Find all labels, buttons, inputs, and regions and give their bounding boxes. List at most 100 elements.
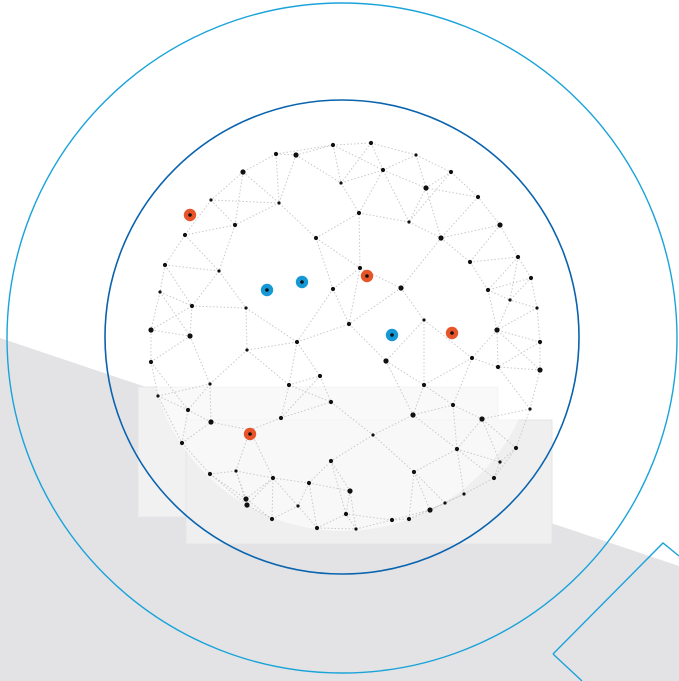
network-edge bbox=[509, 256, 519, 301]
network-node bbox=[278, 415, 284, 421]
network-node bbox=[314, 525, 320, 531]
network-node bbox=[491, 475, 497, 481]
network-edge bbox=[487, 289, 511, 301]
network-node bbox=[357, 265, 363, 271]
network-edge bbox=[191, 270, 220, 307]
network-edge bbox=[450, 171, 479, 198]
network-edge bbox=[275, 153, 280, 204]
network-node bbox=[427, 507, 433, 513]
network-edge bbox=[297, 482, 310, 507]
network-edge bbox=[509, 277, 532, 301]
network-edge bbox=[481, 408, 531, 420]
network-node bbox=[317, 373, 323, 379]
network-node bbox=[380, 167, 386, 173]
network-edge bbox=[444, 493, 465, 504]
network-edge bbox=[316, 527, 357, 530]
network-node bbox=[421, 382, 427, 388]
network-edge bbox=[499, 447, 517, 463]
network-node bbox=[189, 303, 195, 309]
network-node bbox=[339, 181, 343, 185]
blue-highlight-center bbox=[390, 333, 394, 337]
network-node bbox=[179, 440, 185, 446]
network-edge bbox=[246, 477, 274, 506]
network-node bbox=[537, 339, 543, 345]
network-edge bbox=[496, 329, 499, 368]
network-node bbox=[508, 298, 512, 302]
network-edge bbox=[415, 154, 427, 189]
network-node bbox=[368, 140, 374, 146]
network-node bbox=[208, 419, 214, 425]
network-edge bbox=[150, 305, 193, 331]
network-edge bbox=[517, 256, 532, 279]
network-edge bbox=[209, 470, 237, 475]
network-edge bbox=[332, 144, 384, 171]
network-edge bbox=[355, 519, 393, 530]
network-edge bbox=[218, 224, 236, 272]
network-edge bbox=[372, 414, 414, 436]
network-node bbox=[286, 382, 292, 388]
network-edge bbox=[493, 461, 501, 479]
network-edge bbox=[413, 471, 446, 504]
network-edge bbox=[332, 267, 361, 290]
network-edge bbox=[164, 264, 193, 307]
network-edge bbox=[210, 199, 236, 226]
network-edge bbox=[278, 202, 317, 239]
network-edge bbox=[452, 404, 458, 450]
network-edge bbox=[271, 505, 299, 520]
network-edge bbox=[349, 490, 357, 530]
network-edge bbox=[150, 329, 191, 337]
network-edge bbox=[272, 477, 310, 484]
network-node bbox=[411, 469, 417, 475]
network-edge bbox=[408, 221, 442, 239]
network-edge bbox=[275, 144, 334, 155]
network-node bbox=[148, 359, 154, 365]
network-node bbox=[410, 412, 416, 418]
sphere-core bbox=[149, 143, 537, 531]
network-node bbox=[422, 318, 426, 322]
network-edge bbox=[456, 448, 501, 463]
network-edge bbox=[330, 460, 351, 492]
network-edge bbox=[412, 414, 458, 450]
network-node bbox=[513, 445, 519, 451]
highlight-nodes bbox=[183, 208, 459, 441]
network-node bbox=[398, 285, 404, 291]
network-node bbox=[162, 262, 168, 268]
network-edge bbox=[272, 477, 299, 507]
network-edge bbox=[408, 471, 415, 520]
network-node bbox=[244, 502, 250, 508]
network-node bbox=[515, 254, 521, 260]
network-edge bbox=[280, 375, 321, 419]
network-edge bbox=[296, 288, 334, 343]
network-node bbox=[187, 333, 193, 339]
network-node bbox=[406, 516, 412, 522]
network-edge bbox=[288, 384, 332, 403]
network-node bbox=[244, 306, 248, 310]
network-edge bbox=[408, 187, 427, 223]
network-node bbox=[270, 475, 276, 481]
network-edge bbox=[235, 470, 248, 506]
network-node bbox=[234, 469, 238, 473]
network-node bbox=[207, 471, 213, 477]
network-edge bbox=[358, 212, 361, 269]
network-edge bbox=[509, 299, 538, 309]
network-node bbox=[467, 259, 473, 265]
network-edge bbox=[332, 142, 372, 146]
network-edge bbox=[150, 291, 161, 331]
network-edge bbox=[187, 383, 211, 411]
outer-ring bbox=[6, 2, 678, 674]
network-edge bbox=[487, 277, 532, 291]
network-node bbox=[475, 194, 481, 200]
network-edge bbox=[385, 319, 425, 362]
network-edge bbox=[382, 154, 417, 171]
network-edge bbox=[440, 237, 471, 263]
network-edge bbox=[280, 384, 290, 419]
network-edge bbox=[496, 329, 541, 343]
network-edge bbox=[184, 234, 220, 272]
network-edge bbox=[385, 360, 414, 416]
network-edge bbox=[295, 144, 334, 156]
network-node bbox=[243, 496, 249, 502]
network-edge bbox=[330, 460, 347, 515]
orange-highlight-center bbox=[248, 432, 252, 436]
network-edge bbox=[332, 288, 350, 325]
